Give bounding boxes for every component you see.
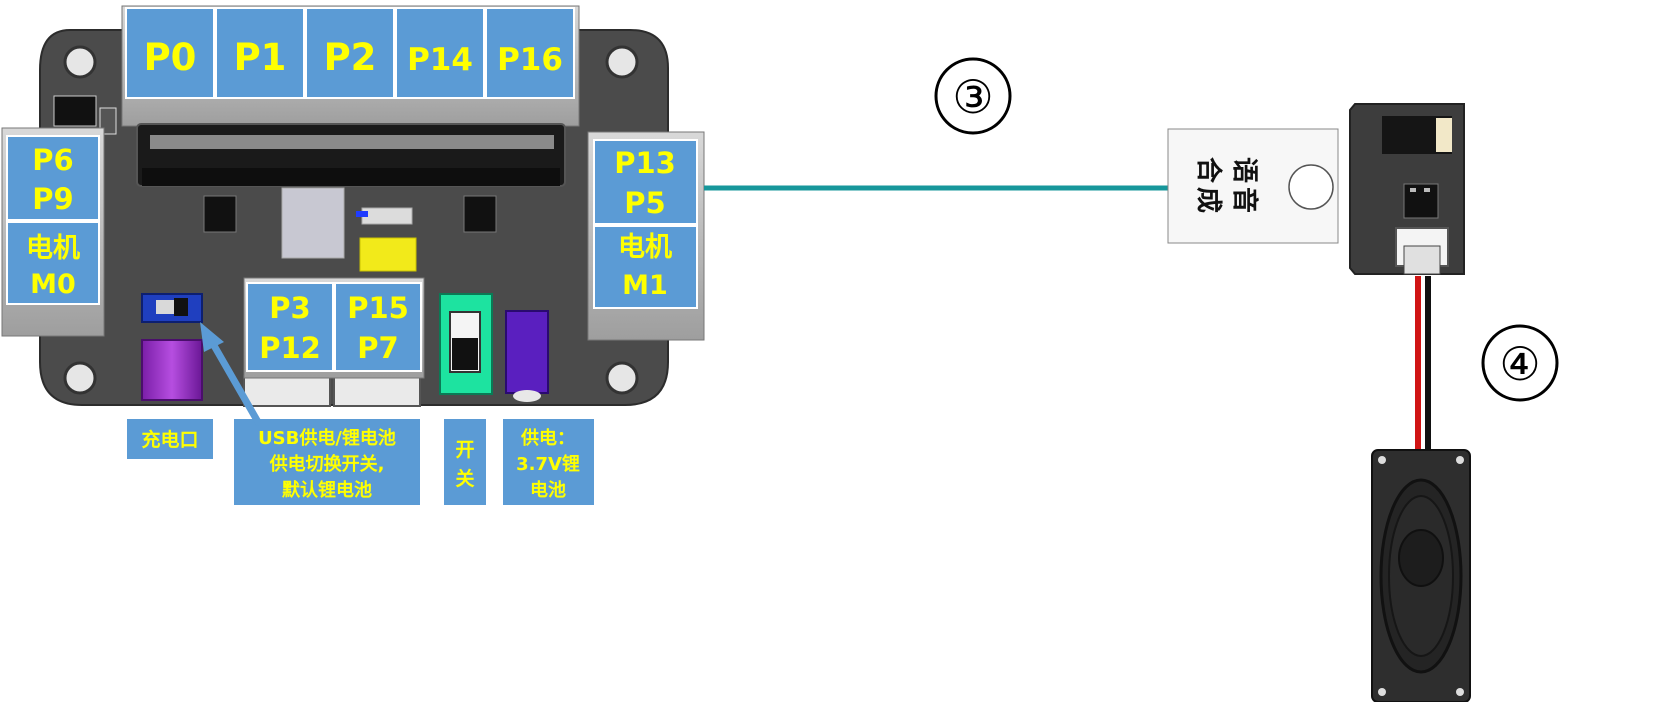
bottom-port-labels: P3 P12 P15 P7 [246, 282, 422, 372]
top-port-box [125, 7, 215, 99]
motor-label-m1: M1 [622, 270, 668, 301]
port-label-p14: P14 [407, 42, 473, 78]
motor-label-m0-title: 电机 [26, 233, 80, 264]
svg-text:充电口: 充电口 [141, 428, 198, 451]
marker-cable: ③ [934, 57, 1012, 135]
pointer-arrow [200, 322, 262, 426]
svg-text:③: ③ [952, 71, 993, 123]
right-port-labels: P13 P5 电机 M1 [593, 139, 698, 309]
port-label-p3: P3 [269, 291, 310, 325]
svg-text:开: 开 [455, 439, 474, 461]
top-port-box [215, 7, 305, 99]
caption-power-switch: 开 关 [444, 419, 486, 505]
module-label-4: 成 [1193, 187, 1223, 213]
port-label-p7: P7 [357, 331, 398, 365]
port-label-p15: P15 [347, 291, 409, 325]
svg-text:电池: 电池 [530, 479, 566, 501]
port-label-p2: P2 [324, 36, 377, 79]
top-port-box [305, 7, 395, 99]
svg-text:供电切换开关,: 供电切换开关, [269, 453, 385, 475]
svg-text:④: ④ [1499, 338, 1540, 390]
top-port-box [395, 7, 485, 99]
speech-synthesis-module: 语 音 合 成 [1167, 103, 1465, 275]
svg-text:3.7V锂: 3.7V锂 [516, 453, 580, 475]
top-port-labels: P0 P1 P2 P14 P16 [125, 7, 575, 99]
speaker [1371, 449, 1471, 702]
power-switch [439, 293, 493, 395]
svg-text:USB供电/锂电池: USB供电/锂电池 [258, 427, 396, 449]
module-label-3: 合 [1193, 157, 1224, 184]
usb-battery-switch [141, 293, 203, 323]
svg-text:关: 关 [455, 467, 474, 490]
module-label-2: 音 [1229, 187, 1260, 213]
svg-text:供电：: 供电： [520, 427, 575, 449]
port-label-p13: P13 [614, 146, 676, 180]
port-label-p16: P16 [497, 42, 563, 78]
top-port-box [485, 7, 575, 99]
port-label-p6: P6 [32, 143, 73, 177]
microbit-slot [136, 123, 566, 187]
port-label-p0: P0 [144, 36, 197, 79]
caption-battery: 供电： 3.7V锂 电池 [503, 419, 594, 505]
caption-usb-switch: USB供电/锂电池 供电切换开关, 默认锂电池 [234, 419, 420, 505]
caption-charge-port: 充电口 [127, 419, 213, 459]
motor-label-m1-title: 电机 [618, 232, 672, 263]
module-label-1: 语 [1229, 157, 1259, 183]
svg-text:默认锂电池: 默认锂电池 [282, 479, 372, 501]
charge-port [141, 339, 203, 401]
left-port-labels: P6 P9 电机 M0 [6, 135, 100, 305]
mounting-holes [63, 45, 639, 395]
port-label-p12: P12 [259, 331, 321, 365]
port-label-p1: P1 [234, 36, 287, 79]
speaker-wires [1415, 276, 1431, 452]
port-label-p9: P9 [32, 182, 73, 216]
marker-speaker: ④ [1481, 324, 1559, 402]
motor-label-m0: M0 [30, 269, 76, 300]
battery-connector [505, 310, 549, 402]
port-label-p5: P5 [624, 186, 665, 220]
